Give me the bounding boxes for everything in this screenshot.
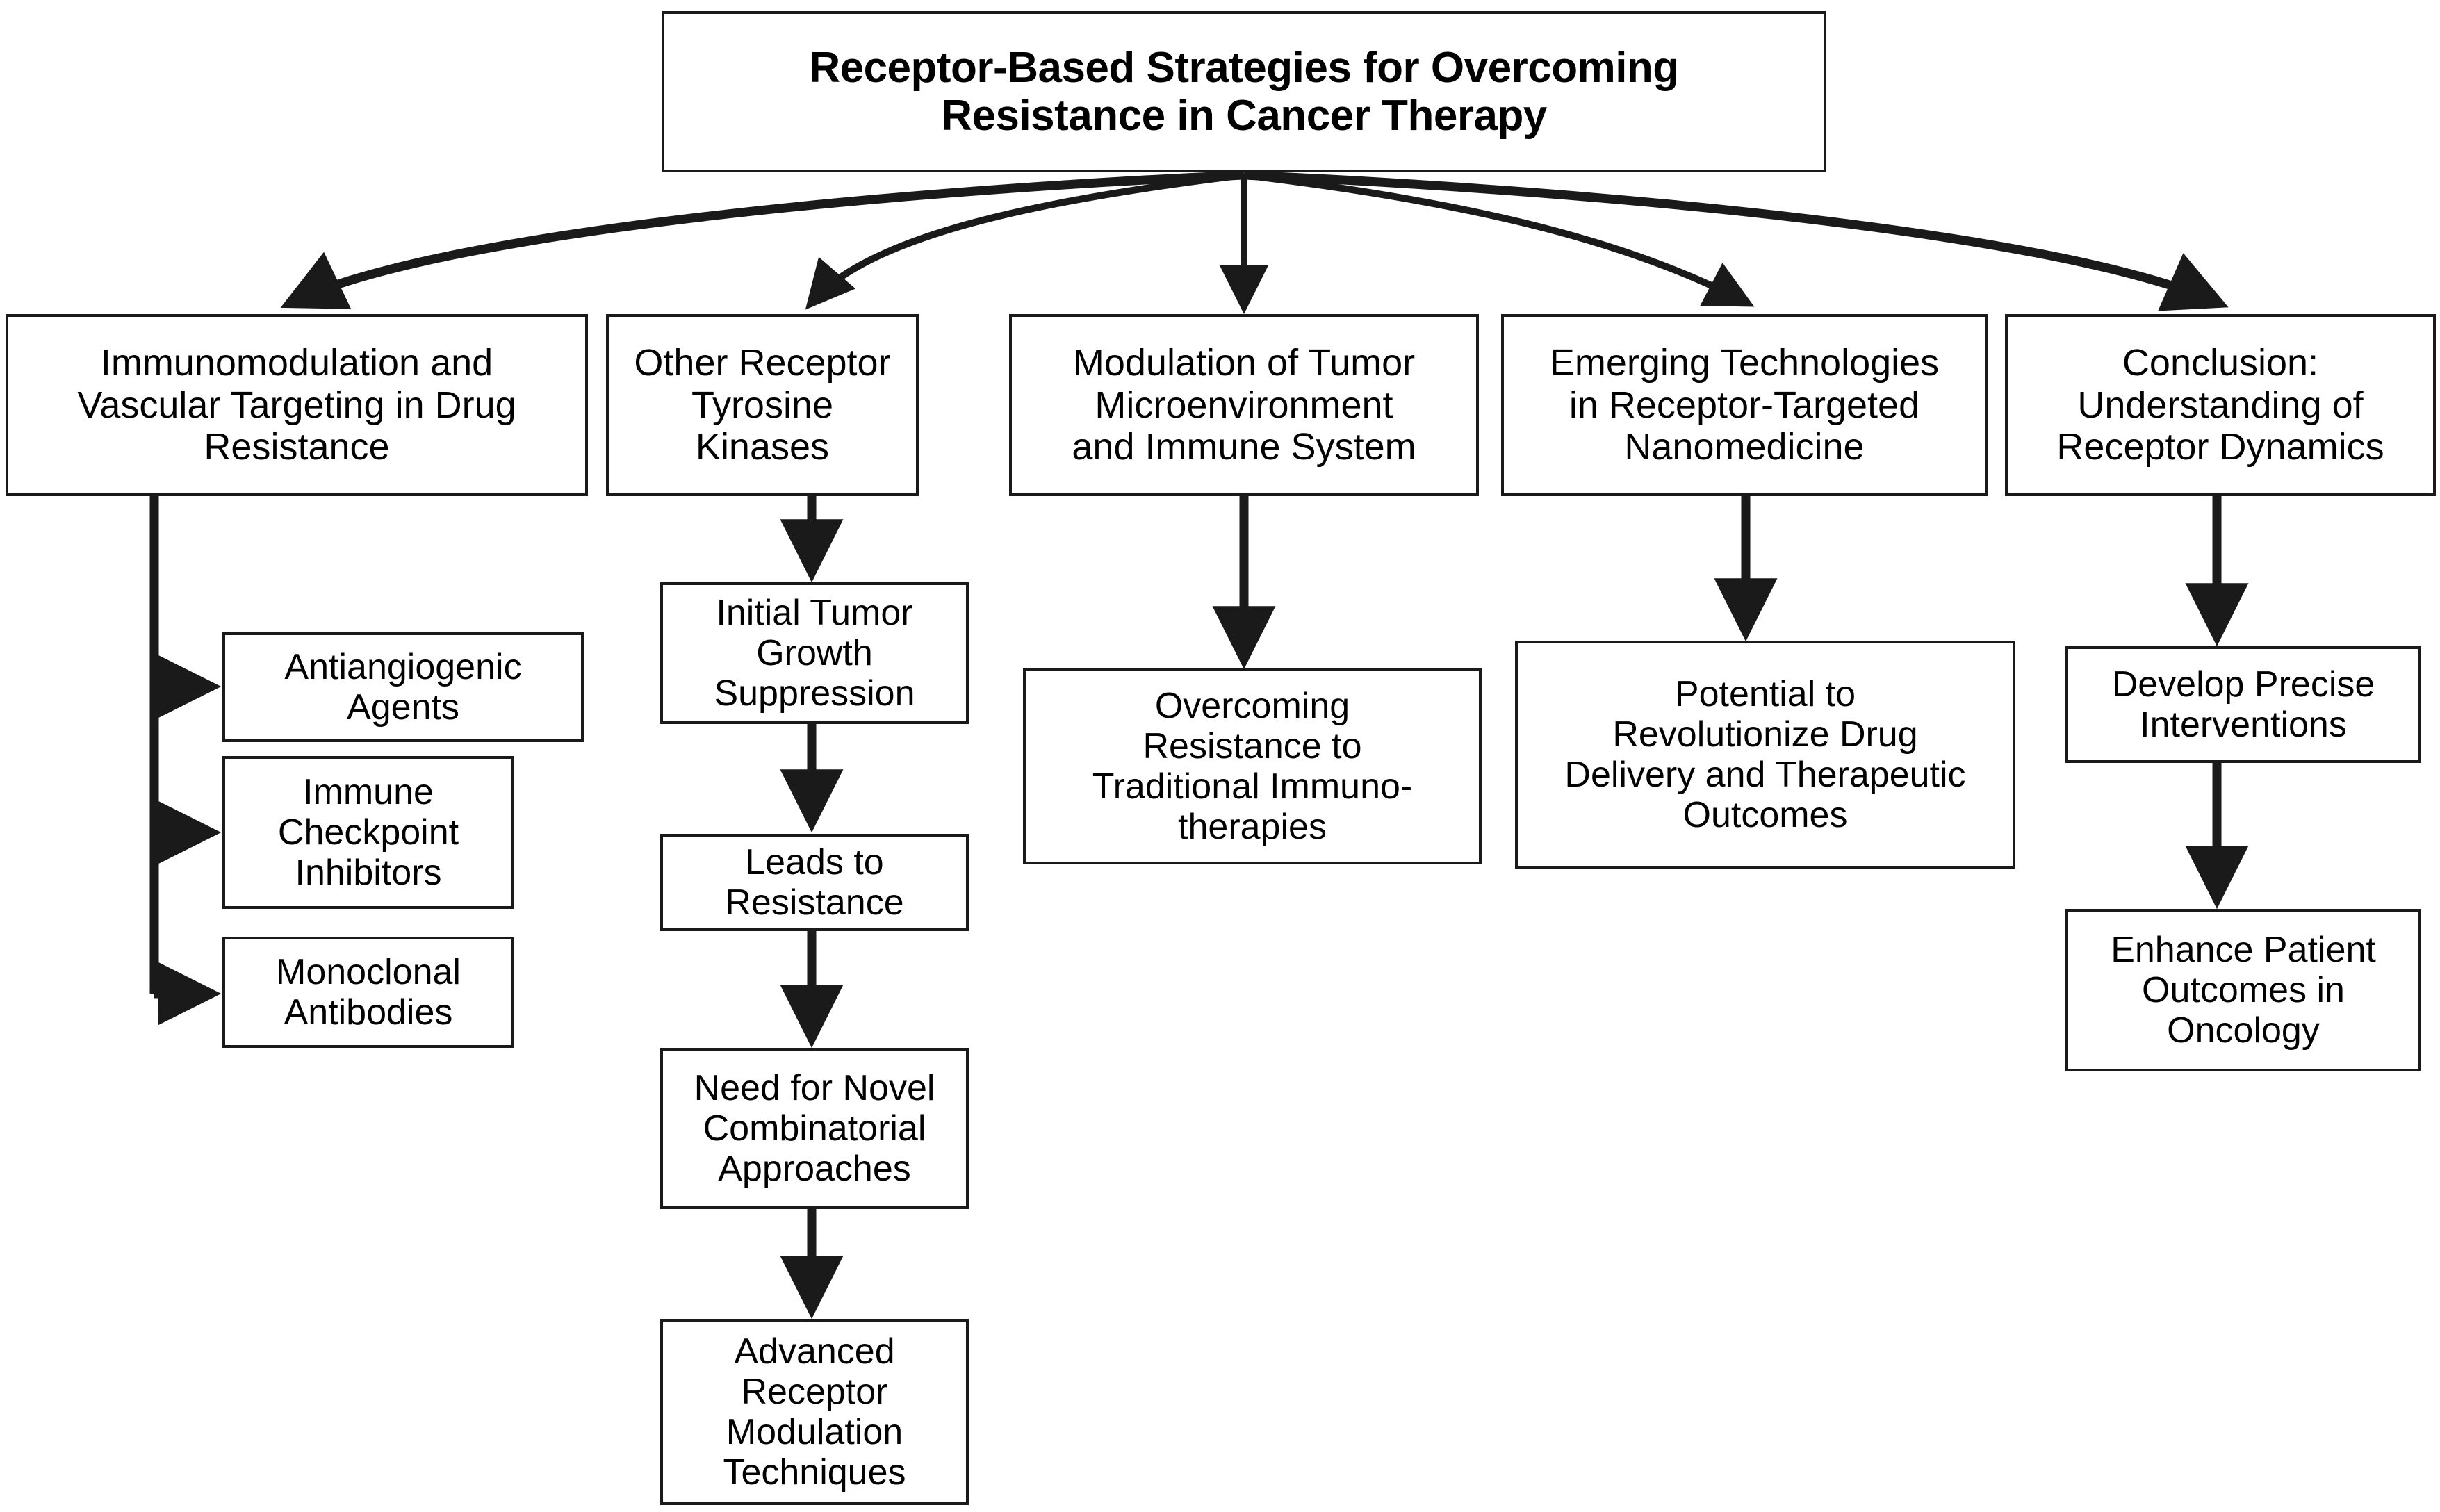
node-advanced-receptor-modulation-techniques[interactable]: Advanced Receptor Modulation Techniques — [660, 1319, 969, 1505]
node-initial-tumor-growth-suppression[interactable]: Initial Tumor Growth Suppression — [660, 582, 969, 724]
node-branch-other-rtk[interactable]: Other Receptor Tyrosine Kinases — [606, 314, 919, 496]
node-develop-precise-interventions[interactable]: Develop Precise Interventions — [2065, 646, 2421, 763]
node-title[interactable]: Receptor-Based Strategies for Overcoming… — [662, 11, 1826, 172]
node-branch-emerging-technologies[interactable]: Emerging Technologies in Receptor-Target… — [1501, 314, 1988, 496]
node-enhance-patient-outcomes-oncology[interactable]: Enhance Patient Outcomes in Oncology — [2065, 909, 2421, 1071]
node-antiangiogenic-agents[interactable]: Antiangiogenic Agents — [222, 632, 584, 742]
node-potential-revolutionize-drug-delivery[interactable]: Potential to Revolutionize Drug Delivery… — [1515, 641, 2015, 869]
edge-title-to-branch-5 — [1243, 170, 2229, 311]
node-monoclonal-antibodies[interactable]: Monoclonal Antibodies — [222, 937, 514, 1048]
node-branch-tumor-microenvironment[interactable]: Modulation of Tumor Microenvironment and… — [1009, 314, 1479, 496]
edge-title-to-branch-2 — [805, 172, 1245, 310]
node-branch-conclusion[interactable]: Conclusion: Understanding of Receptor Dy… — [2005, 314, 2436, 496]
node-immune-checkpoint-inhibitors[interactable]: Immune Checkpoint Inhibitors — [222, 756, 514, 909]
edge-title-to-branch-4 — [1243, 172, 1755, 307]
node-leads-to-resistance[interactable]: Leads to Resistance — [660, 834, 969, 931]
node-need-novel-combinatorial-approaches[interactable]: Need for Novel Combinatorial Approaches — [660, 1048, 969, 1209]
node-branch-immunomodulation[interactable]: Immunomodulation and Vascular Targeting … — [6, 314, 588, 496]
edge-title-to-branch-1 — [280, 170, 1245, 309]
node-overcoming-resistance-immunotherapies[interactable]: Overcoming Resistance to Traditional Imm… — [1023, 668, 1482, 864]
